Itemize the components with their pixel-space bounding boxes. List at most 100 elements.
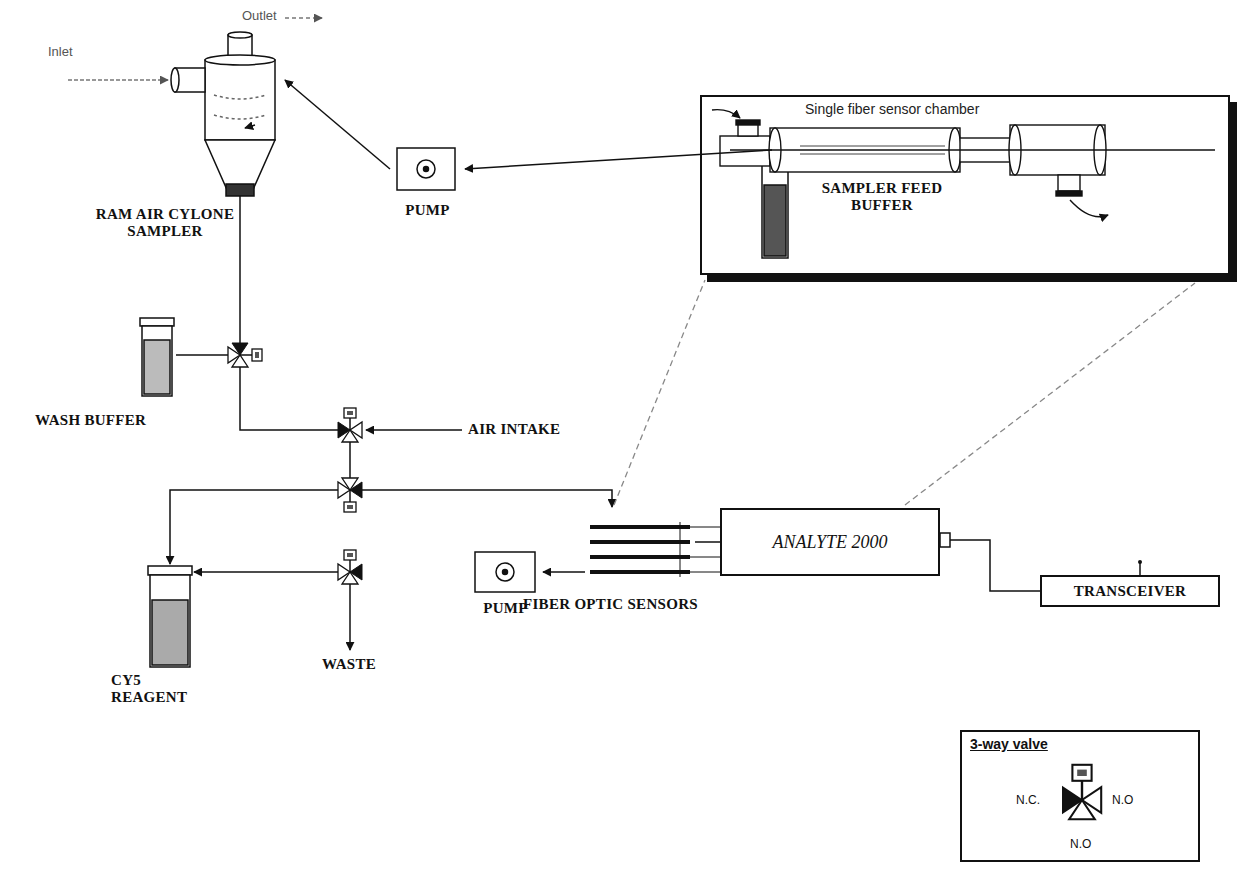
drawing-polyline: [176, 354, 228, 356]
drawing-polyline: [194, 571, 338, 573]
flow-label: Inlet: [48, 44, 73, 59]
drawing-circle: [503, 570, 508, 575]
drawing-rect: [736, 120, 760, 125]
flow-connector: [285, 80, 390, 169]
drawing-rect: [738, 124, 758, 136]
node-label: Single fiber sensor chamber: [805, 101, 1065, 117]
inlet-label: AIR INTAKE: [468, 421, 560, 438]
sensor-chamber: [712, 110, 1215, 217]
flow-connector: [543, 571, 585, 573]
drawing-line: [68, 79, 168, 81]
node-label: FIBER OPTIC SENSORS: [523, 596, 763, 613]
drawing-rect: [940, 533, 950, 547]
drawing-rect: [205, 60, 275, 140]
pump-node: PUMP: [390, 146, 465, 231]
drawing-rect: [144, 340, 170, 394]
drawing-line: [800, 146, 945, 147]
reagent-vial: CY5 REAGENT: [105, 560, 225, 720]
drawing-ellipse: [171, 68, 179, 92]
cyclone-sampler-node: RAM AIR CYLONE SAMPLER: [90, 30, 285, 250]
buffer-vial: SAMPLER FEED BUFFER: [755, 150, 965, 262]
outlet-arrow: [285, 18, 322, 19]
leader-line: [614, 280, 1195, 505]
drawing-circle: [424, 167, 429, 172]
drawing-line: [590, 570, 690, 574]
drawing-rect: [1058, 175, 1080, 191]
node-label: PUMP: [390, 202, 465, 219]
drawing-rect: [762, 158, 788, 258]
buffer-vial: WASH BUFFER: [30, 315, 220, 440]
connector-port: [940, 533, 950, 547]
node-label: 3-way valve: [970, 736, 1048, 752]
node-label: PUMP: [468, 600, 543, 617]
node-label: SAMPLER FEED BUFFER: [807, 180, 957, 215]
drawing-line: [590, 525, 690, 529]
antenna: [1138, 560, 1142, 575]
drawing-ellipse: [205, 55, 275, 65]
drawing-line: [905, 283, 1195, 505]
drawing-rect: [475, 552, 535, 592]
drawing-ellipse: [228, 32, 252, 38]
drawing-line: [1139, 563, 1141, 575]
drawing-rect: [150, 575, 190, 667]
drawing-use: [338, 478, 362, 512]
flow-connector: [465, 150, 772, 169]
cyclone-sampler: [171, 32, 275, 196]
drawing-use: [338, 408, 362, 442]
drawing-path: [214, 95, 266, 99]
flow-connector: [950, 540, 1040, 591]
drawing-polyline: [366, 429, 462, 431]
fluid-line: [170, 196, 612, 650]
drawing-use: [1063, 765, 1101, 819]
drawing-line: [614, 280, 705, 505]
drawing-path: [1070, 200, 1108, 217]
inlet-arrow: [68, 80, 168, 81]
drawing-circle: [1138, 560, 1142, 564]
node-label: ANALYTE 2000: [764, 532, 895, 553]
drawing-line: [690, 572, 720, 573]
drawing-polyline: [170, 490, 338, 564]
valve-port-label: N.C.: [1016, 794, 1040, 808]
drawing-line: [680, 522, 681, 577]
drawing-line: [690, 557, 720, 558]
transceiver-box: TRANSCEIVER: [1040, 575, 1220, 607]
drawing-rect: [148, 566, 192, 575]
drawing-rect: [140, 318, 174, 326]
valve-port-label: N.O: [1070, 838, 1091, 852]
drawing-rect: [1056, 191, 1082, 196]
drawing-line: [590, 540, 690, 544]
drawing-use: [338, 550, 362, 584]
drawing-rect: [226, 184, 254, 196]
buffer-vials: [140, 150, 790, 667]
legend-box: 3-way valveN.C. N.O N.O: [960, 730, 1200, 862]
drawing-line: [730, 149, 1215, 150]
outlet-label: WASTE: [322, 656, 376, 673]
fiber-sensors: [590, 522, 720, 577]
drawing-line: [590, 555, 690, 559]
drawing-line: [285, 17, 322, 19]
drawing-rect: [142, 326, 172, 396]
node-label: TRANSCEIVER: [1066, 583, 1195, 600]
valve-symbol: [228, 343, 1101, 819]
drawing-polyline: [362, 490, 612, 507]
drawing-rect: [764, 185, 786, 256]
node-label: WASH BUFFER: [35, 412, 220, 429]
node-label: CY5 REAGENT: [111, 672, 201, 707]
drawing-use: [228, 343, 262, 367]
drawing-polyline: [239, 196, 241, 343]
drawing-path: [245, 125, 255, 128]
drawing-line: [800, 154, 945, 155]
drawing-polyline: [240, 367, 338, 430]
valve-port-label: N.O: [1112, 794, 1133, 808]
drawing-circle: [417, 160, 435, 178]
inset-panel: Single fiber sensor chamber: [700, 95, 1230, 275]
flow-label: Outlet: [242, 8, 277, 23]
analyzer-box: ANALYTE 2000: [720, 508, 940, 576]
drawing-line: [690, 527, 720, 528]
drawing-rect: [397, 148, 455, 190]
node-label: RAM AIR CYLONE SAMPLER: [90, 206, 240, 241]
drawing-polyline: [349, 584, 351, 650]
flow-connector: [695, 541, 720, 543]
